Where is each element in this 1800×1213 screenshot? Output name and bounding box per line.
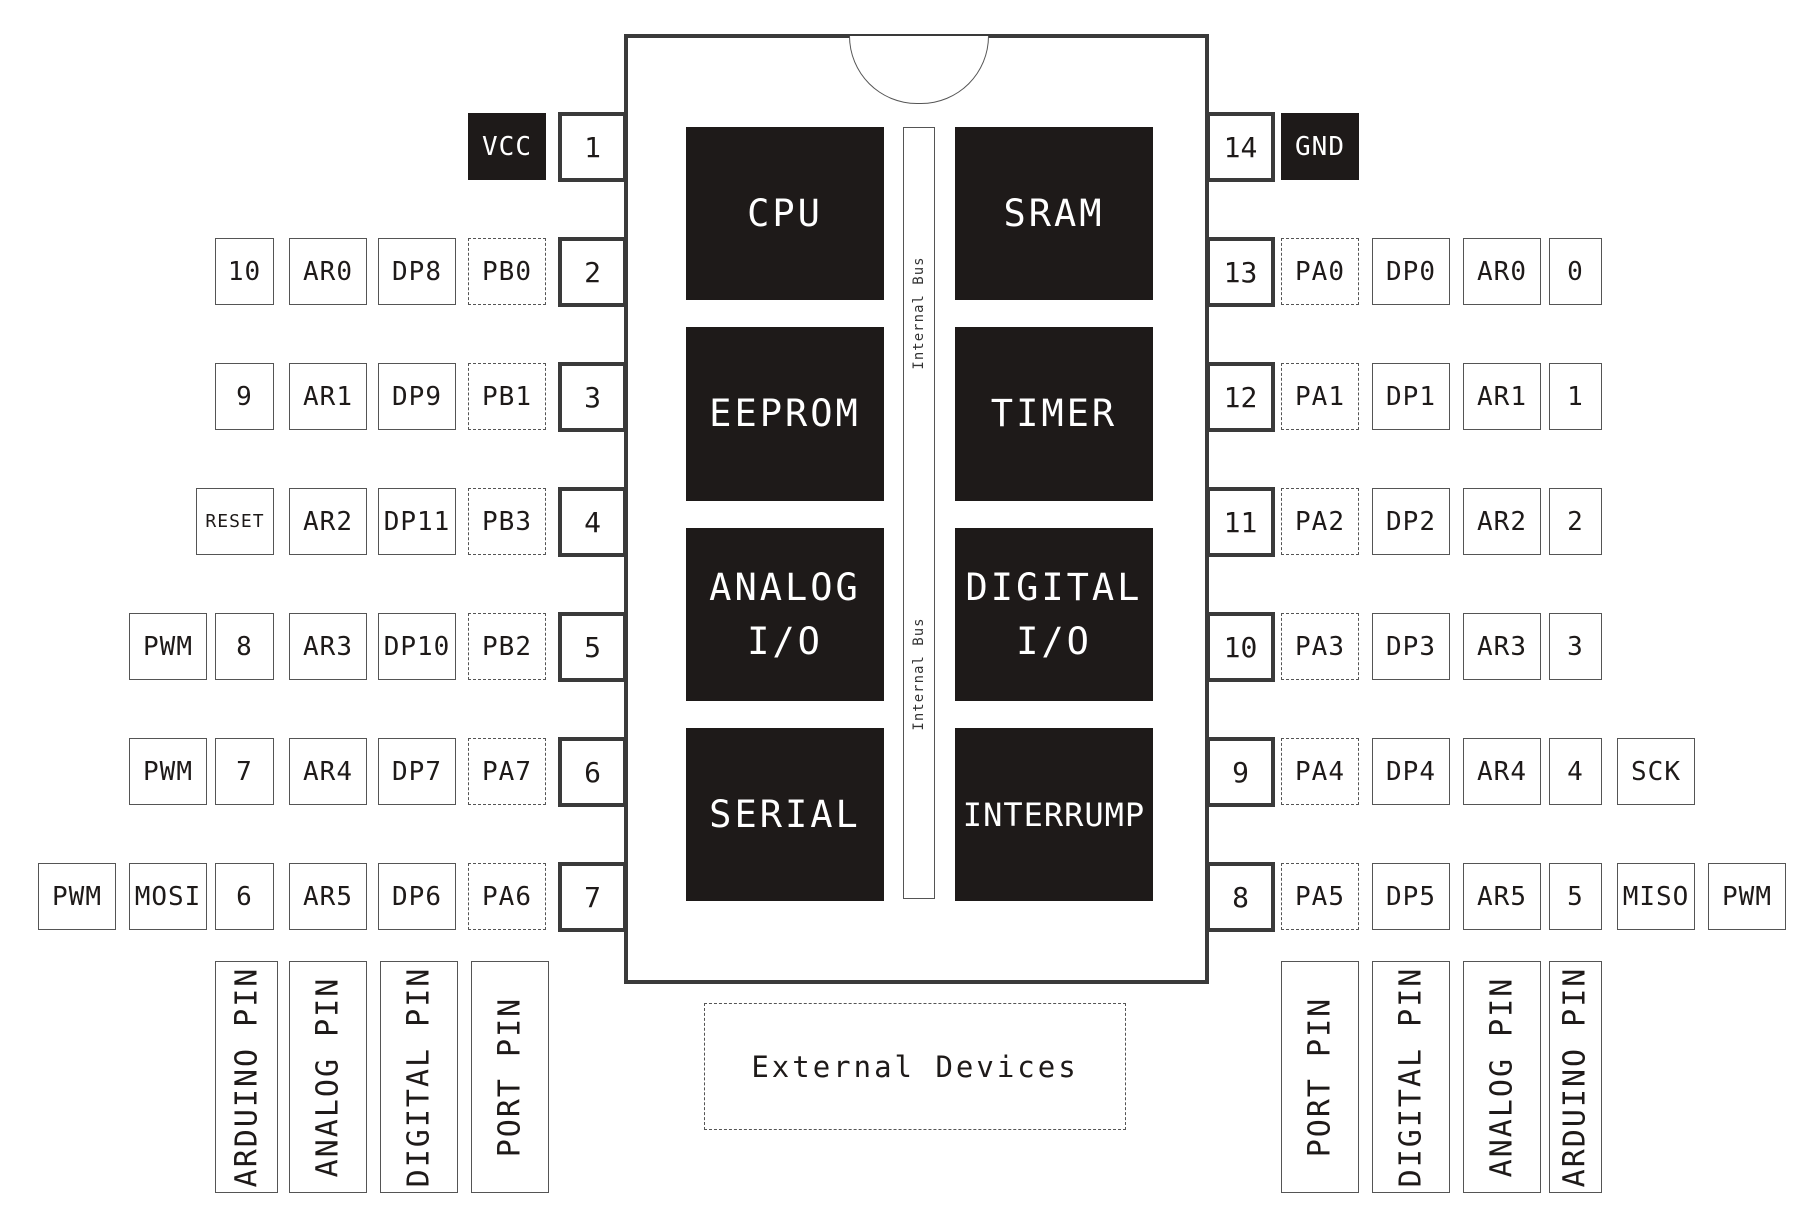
pwm-label: PWM	[129, 613, 207, 680]
miso-label: MISO	[1617, 863, 1695, 930]
legend-digital-pin-left	[380, 961, 458, 1193]
arduino-pin-label: 9	[215, 363, 274, 430]
pin-9: 9	[1206, 737, 1275, 807]
analog-pin-label: AR4	[1463, 738, 1541, 805]
internal-bus-label-top: Internal Bus	[911, 256, 927, 370]
legend-analog-pin-right	[1463, 961, 1541, 1193]
pin-12: 12	[1206, 362, 1275, 432]
pwm-label: PWM	[1708, 863, 1786, 930]
digital-pin-label: DP11	[378, 488, 456, 555]
digital-pin-label: DP10	[378, 613, 456, 680]
pin-11: 11	[1206, 487, 1275, 557]
digital-pin-label: DP7	[378, 738, 456, 805]
digital-pin-label: DP8	[378, 238, 456, 305]
port-pin-label: PA6	[468, 863, 546, 930]
port-pin-label: PB1	[468, 363, 546, 430]
arduino-pin-label: 0	[1549, 238, 1602, 305]
pwm-label: PWM	[38, 863, 116, 930]
interrupt-block: INTERRUMP	[955, 728, 1153, 901]
arduino-pin-label: 4	[1549, 738, 1602, 805]
pin-7: 7	[558, 862, 627, 932]
arduino-pin-label: 5	[1549, 863, 1602, 930]
sram-block: SRAM	[955, 127, 1153, 300]
eeprom-block: EEPROM	[686, 327, 884, 501]
digital-io-block: DIGITAL I/O	[955, 528, 1153, 701]
analog-pin-label: AR5	[289, 863, 367, 930]
digital-pin-label: DP6	[378, 863, 456, 930]
pin-5: 5	[558, 612, 627, 682]
pin-2: 2	[558, 237, 627, 307]
external-devices-box: External Devices	[704, 1003, 1126, 1130]
pin-14: 14	[1206, 112, 1275, 182]
digital-pin-label: DP2	[1372, 488, 1450, 555]
legend-arduino-pin-text: ARDUINO PIN	[1557, 966, 1593, 1188]
pin-8: 8	[1206, 862, 1275, 932]
legend-port-pin-right	[1281, 961, 1359, 1193]
analog-pin-label: AR5	[1463, 863, 1541, 930]
port-pin-label: PA4	[1281, 738, 1359, 805]
pwm-label: PWM	[129, 738, 207, 805]
sck-label: SCK	[1617, 738, 1695, 805]
arduino-pin-label: RESET	[196, 488, 274, 555]
legend-arduino-pin-text: ARDUINO PIN	[229, 966, 265, 1188]
arduino-pin-label: 6	[215, 863, 274, 930]
pin-4: 4	[558, 487, 627, 557]
gnd-label: GND	[1281, 113, 1359, 180]
analog-pin-label: AR3	[1463, 613, 1541, 680]
pin-3: 3	[558, 362, 627, 432]
timer-block: TIMER	[955, 327, 1153, 501]
arduino-pin-label: 10	[215, 238, 274, 305]
port-pin-label: PA3	[1281, 613, 1359, 680]
port-pin-label: PA7	[468, 738, 546, 805]
analog-pin-label: AR0	[1463, 238, 1541, 305]
vcc-label: VCC	[468, 113, 546, 180]
analog-io-block: ANALOG I/O	[686, 528, 884, 701]
port-pin-label: PB0	[468, 238, 546, 305]
analog-pin-label: AR4	[289, 738, 367, 805]
digital-pin-label: DP4	[1372, 738, 1450, 805]
pin-6: 6	[558, 737, 627, 807]
internal-bus	[903, 127, 935, 899]
arduino-pin-label: 8	[215, 613, 274, 680]
analog-pin-label: AR0	[289, 238, 367, 305]
cpu-block: CPU	[686, 127, 884, 300]
digital-pin-label: DP3	[1372, 613, 1450, 680]
internal-bus-label-bottom: Internal Bus	[911, 617, 927, 731]
port-pin-label: PA2	[1281, 488, 1359, 555]
digital-pin-label: DP1	[1372, 363, 1450, 430]
legend-arduino-pin-right	[1549, 961, 1602, 1193]
serial-block: SERIAL	[686, 728, 884, 901]
port-pin-label: PA0	[1281, 238, 1359, 305]
port-pin-label: PB2	[468, 613, 546, 680]
analog-pin-label: AR3	[289, 613, 367, 680]
arduino-pin-label: 7	[215, 738, 274, 805]
analog-pin-label: AR2	[289, 488, 367, 555]
legend-port-pin-text: PORT PIN	[492, 996, 528, 1158]
legend-port-pin-text: PORT PIN	[1302, 996, 1338, 1158]
port-pin-label: PB3	[468, 488, 546, 555]
analog-pin-label: AR1	[1463, 363, 1541, 430]
analog-pin-label: AR1	[289, 363, 367, 430]
arduino-pin-label: 2	[1549, 488, 1602, 555]
pin-1: 1	[558, 112, 627, 182]
digital-pin-label: DP9	[378, 363, 456, 430]
pin-13: 13	[1206, 237, 1275, 307]
legend-digital-pin-right	[1372, 961, 1450, 1193]
legend-analog-pin-text: ANALOG PIN	[1484, 976, 1520, 1178]
mosi-label: MOSI	[129, 863, 207, 930]
legend-arduino-pin-left	[215, 961, 278, 1193]
legend-digital-pin-text: DIGITAL PIN	[1393, 966, 1429, 1188]
digital-pin-label: DP5	[1372, 863, 1450, 930]
port-pin-label: PA5	[1281, 863, 1359, 930]
analog-pin-label: AR2	[1463, 488, 1541, 555]
arduino-pin-label: 3	[1549, 613, 1602, 680]
port-pin-label: PA1	[1281, 363, 1359, 430]
arduino-pin-label: 1	[1549, 363, 1602, 430]
digital-pin-label: DP0	[1372, 238, 1450, 305]
legend-digital-pin-text: DIGITAL PIN	[401, 966, 437, 1188]
legend-analog-pin-text: ANALOG PIN	[310, 976, 346, 1178]
pin-10: 10	[1206, 612, 1275, 682]
legend-analog-pin-left	[289, 961, 367, 1193]
legend-port-pin-left	[471, 961, 549, 1193]
